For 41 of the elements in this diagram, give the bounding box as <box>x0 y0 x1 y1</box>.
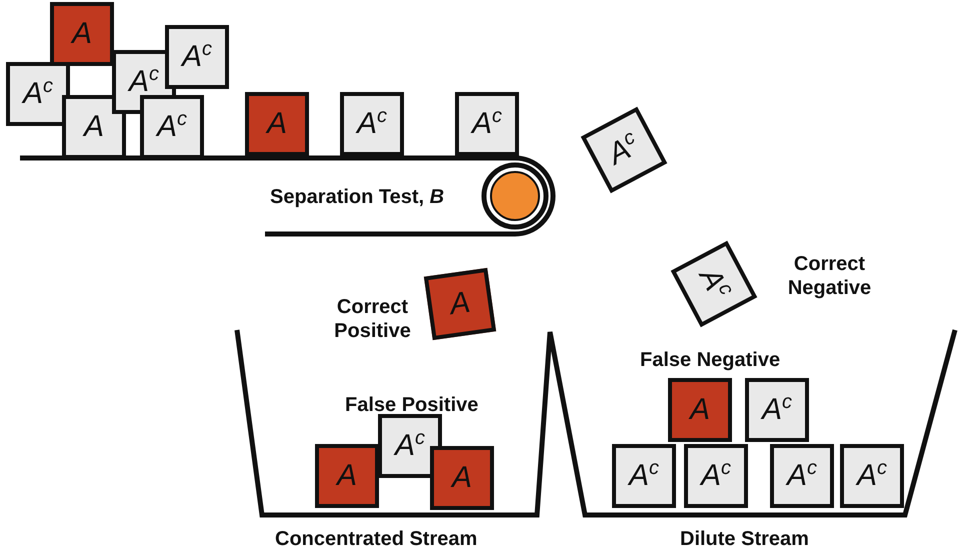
block-letter: A <box>72 19 92 49</box>
block-letter: A <box>84 112 104 142</box>
block-letter: A$^{c}$ <box>856 461 887 491</box>
block-letter: A$^{c}$ <box>356 109 387 139</box>
block-letter: A$^{c}$ <box>22 79 53 109</box>
sample-block <box>455 92 519 156</box>
outcome-label: False Negative <box>640 348 780 372</box>
sample-block <box>340 92 404 156</box>
outcome-label: False Positive <box>345 393 478 417</box>
sample-block <box>668 378 732 442</box>
block-letter: A <box>266 109 287 139</box>
sample-block <box>770 444 834 508</box>
sample-block <box>378 414 442 478</box>
sample-block <box>840 444 904 508</box>
sample-block <box>165 25 229 89</box>
block-letter: A <box>448 288 472 320</box>
outcome-label: Correct Negative <box>786 252 872 300</box>
sample-block <box>245 92 309 156</box>
outcome-label: Correct Positive <box>333 295 412 343</box>
stream-label: Dilute Stream <box>680 527 809 551</box>
sample-block <box>684 444 748 508</box>
sample-block <box>315 444 379 508</box>
sample-block <box>745 378 809 442</box>
block-letter: A$^{c}$ <box>628 461 659 491</box>
block-letter: A$^{c}$ <box>182 42 212 72</box>
process-label: Separation Test, B <box>270 185 444 209</box>
block-letter: A$^{c}$ <box>786 461 817 491</box>
block-letter: A <box>452 463 472 493</box>
block-letter: A <box>336 461 357 491</box>
sample-block <box>430 446 494 510</box>
block-letter: A <box>690 395 710 425</box>
block-letter: A$^{c}$ <box>700 461 731 491</box>
sample-block <box>50 2 114 66</box>
block-letter: A$^{c}$ <box>472 109 502 139</box>
block-letter: A$^{c}$ <box>394 431 425 461</box>
sample-block <box>612 444 676 508</box>
sample-block <box>6 62 70 126</box>
block-letter: A$^{c}$ <box>156 112 187 142</box>
block-letter: A$^{c}$ <box>128 67 159 97</box>
stream-label: Concentrated Stream <box>275 527 478 551</box>
block-letter: A$^{c}$ <box>762 395 792 425</box>
